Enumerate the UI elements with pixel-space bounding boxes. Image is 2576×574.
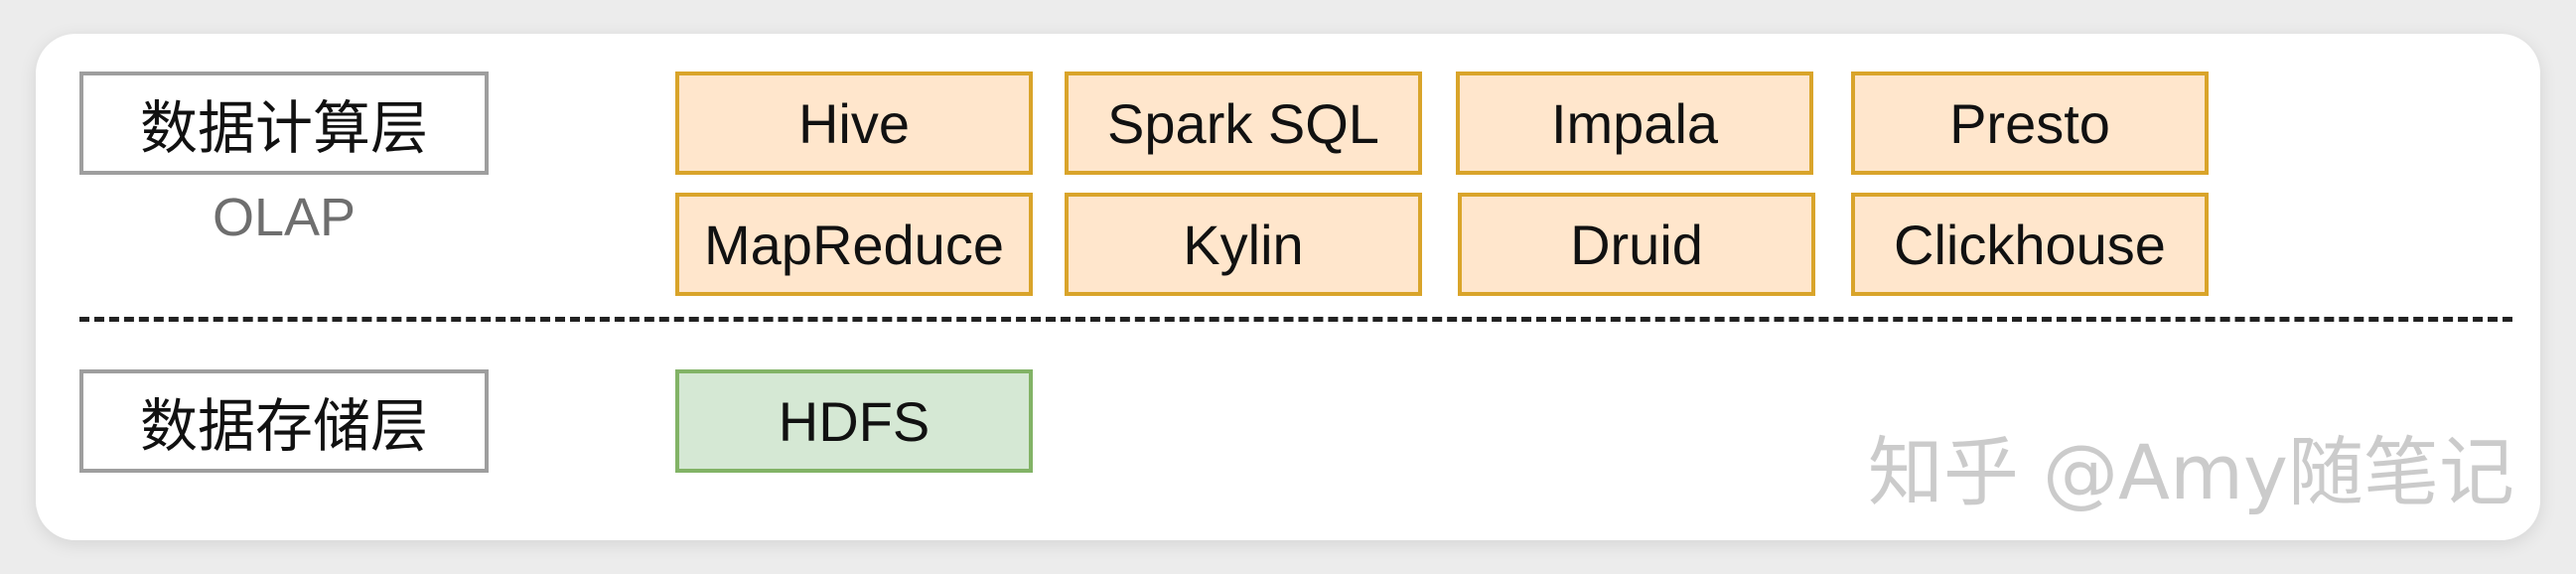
tech-kylin: Kylin	[1065, 193, 1422, 296]
compute-layer-label: 数据计算层	[79, 72, 489, 175]
tech-clickhouse: Clickhouse	[1851, 193, 2209, 296]
tech-spark-sql: Spark SQL	[1065, 72, 1422, 175]
tech-druid: Druid	[1458, 193, 1815, 296]
tech-hdfs: HDFS	[675, 369, 1033, 473]
watermark: 知乎 @Amy随笔记	[1867, 428, 2514, 516]
compute-layer-sublabel: OLAP	[212, 188, 357, 247]
tech-impala: Impala	[1456, 72, 1813, 175]
tech-mapreduce: MapReduce	[675, 193, 1033, 296]
diagram-card: 数据计算层 OLAP Hive Spark SQL Impala Presto …	[36, 34, 2540, 540]
layer-divider	[79, 317, 2512, 322]
storage-layer-label: 数据存储层	[79, 369, 489, 473]
tech-presto: Presto	[1851, 72, 2209, 175]
tech-hive: Hive	[675, 72, 1033, 175]
